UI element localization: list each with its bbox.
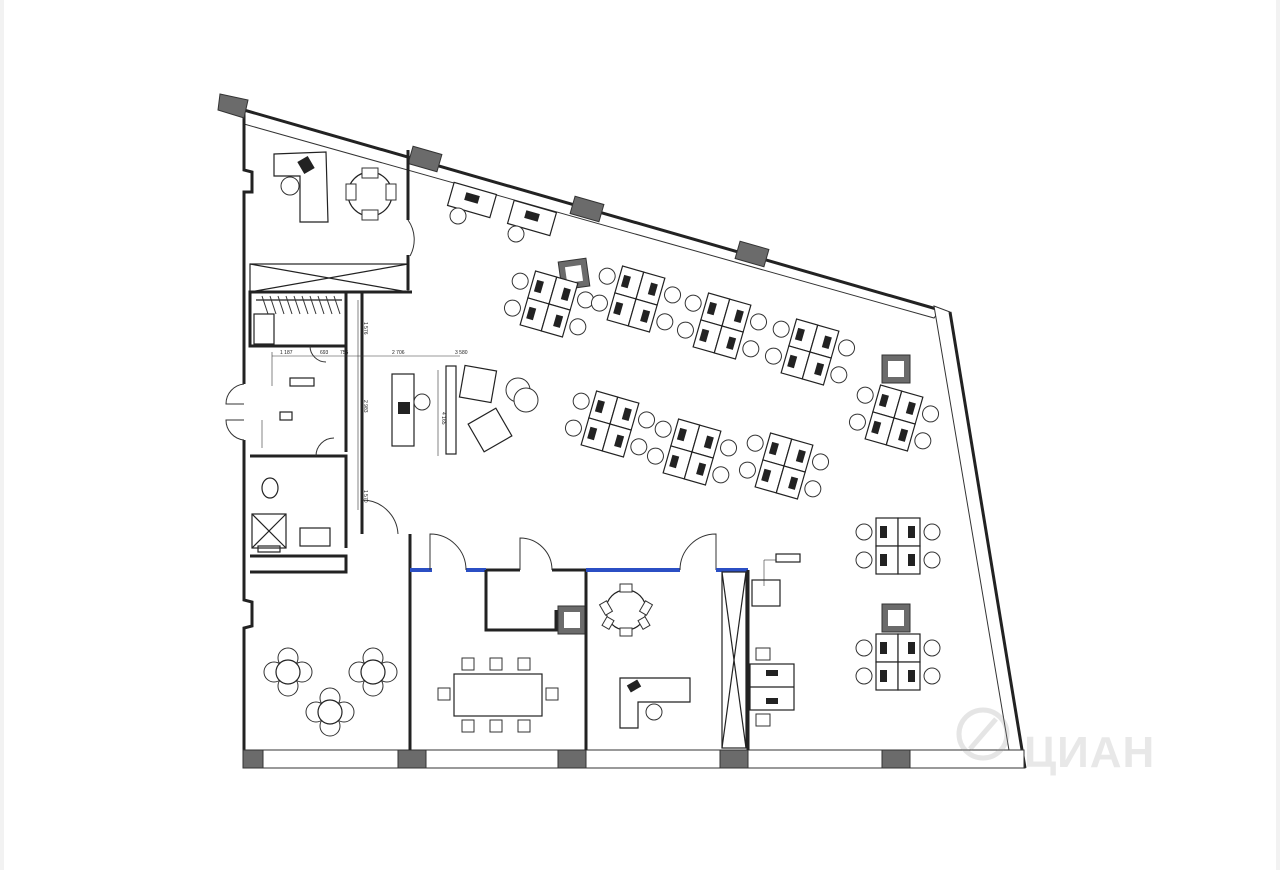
workstation-cluster: [646, 418, 738, 486]
dim-label: 1 570: [362, 490, 368, 503]
dim-label: 1 187: [280, 350, 293, 356]
dim-label: 755: [340, 350, 349, 356]
logo-mark-icon: [956, 707, 1010, 761]
dim-label: 4 165: [440, 412, 446, 425]
dim-label: 3 580: [455, 350, 468, 356]
workstation-cluster: [848, 384, 940, 452]
workstation-cluster: [564, 390, 656, 458]
workstation-cluster: [855, 517, 941, 575]
floor-plan: 1 187 693 755 2 706 3 580 1 576 2 983 4 …: [217, 93, 1027, 769]
workstation-cluster: [676, 292, 768, 360]
reception-desks: [446, 181, 558, 243]
dimension-lines: 1 187 693 755 2 706 3 580 1 576 2 983 4 …: [257, 300, 801, 607]
workstation-cluster: [590, 265, 682, 333]
director-office-furniture: [273, 151, 397, 223]
workstation-cluster: [503, 270, 595, 338]
workstation-cluster: [764, 318, 856, 386]
server-room-desks: [749, 647, 795, 727]
dim-label: 693: [320, 350, 329, 356]
workstation-clusters: [503, 265, 941, 691]
meeting-room-table: [437, 657, 559, 733]
dim-label: 1 576: [362, 322, 368, 335]
floor-plan-page: 1 187 693 755 2 706 3 580 1 576 2 983 4 …: [4, 0, 1276, 870]
dim-label: 2 983: [362, 400, 368, 413]
lounge-furniture: [391, 364, 539, 455]
cafe-tables: [263, 647, 398, 737]
workstation-cluster: [855, 633, 941, 691]
interior-walls: [248, 150, 750, 750]
manager-office-furniture: [598, 583, 691, 729]
dim-label: 2 706: [392, 350, 405, 356]
workstation-cluster: [738, 432, 830, 500]
watermark-text: ЦИАН: [1024, 728, 1156, 777]
